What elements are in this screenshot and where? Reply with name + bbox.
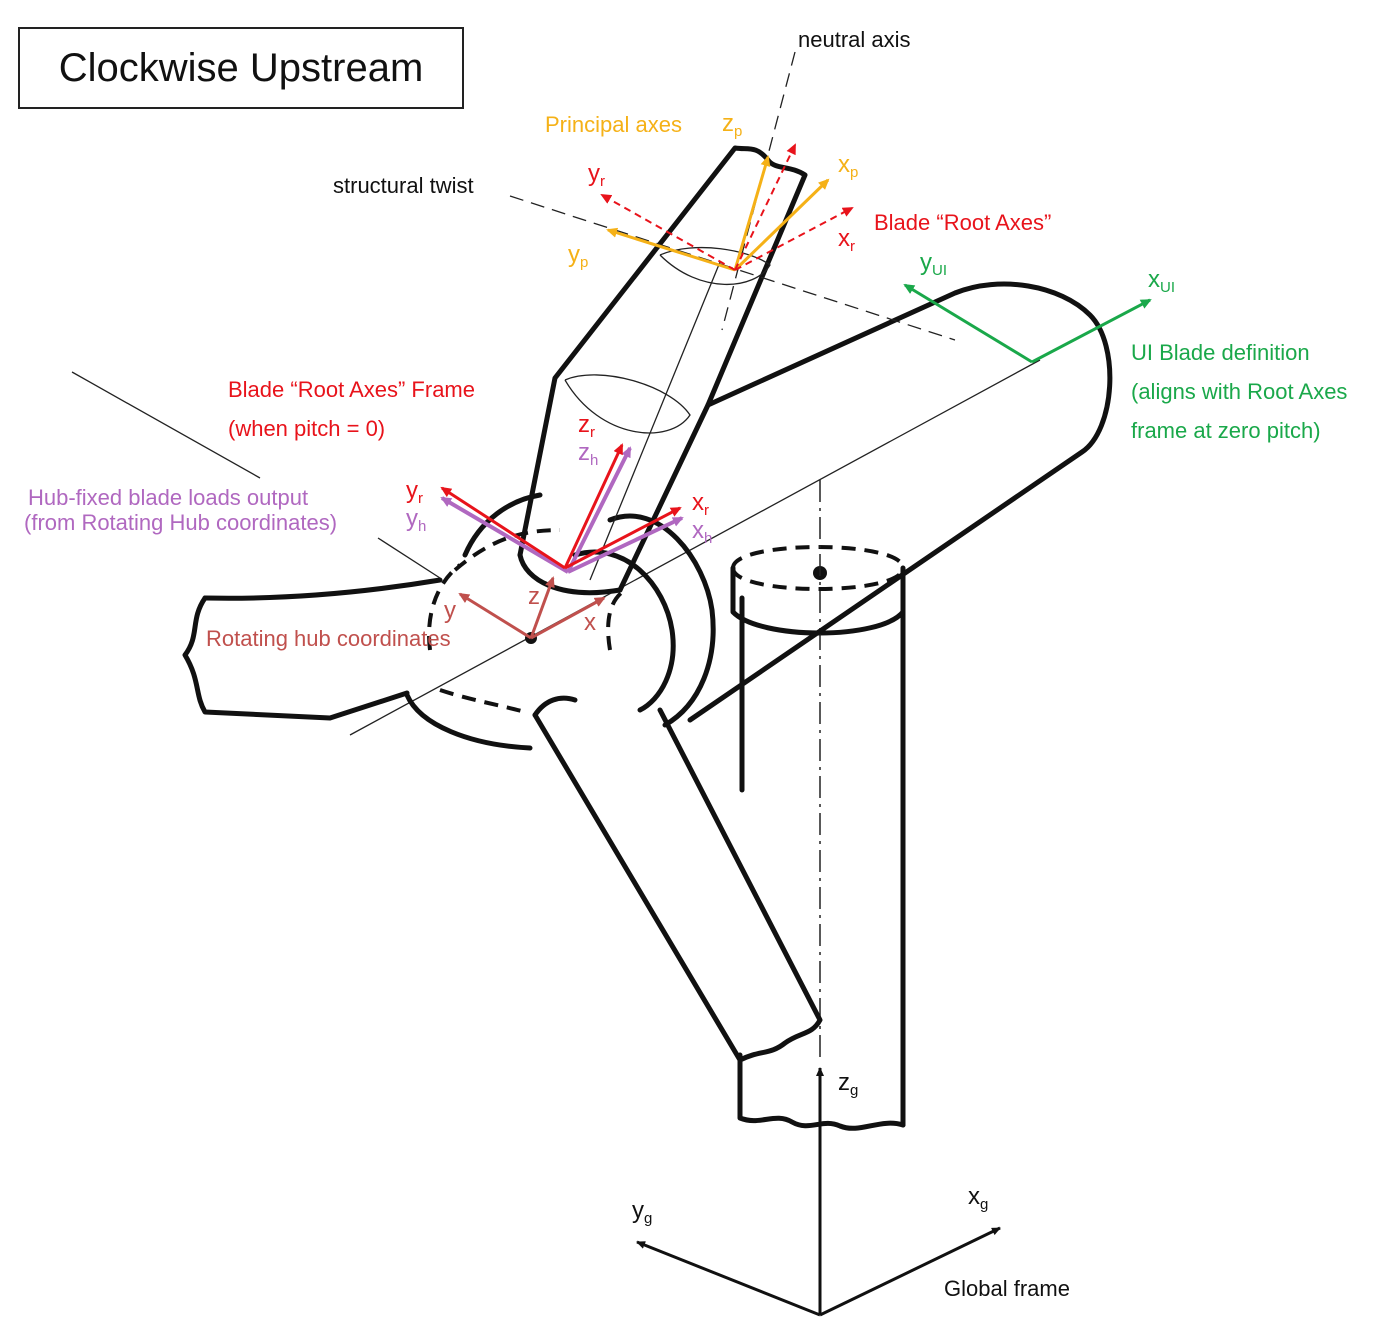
hub-fixed-label-2: (from Rotating Hub coordinates) xyxy=(24,510,337,535)
zr-arrow xyxy=(563,443,624,569)
hub-fixed-leader-line-2 xyxy=(377,537,441,579)
structural-twist-label: structural twist xyxy=(333,173,474,198)
yr-label: yr xyxy=(406,477,423,507)
yh-label: yh xyxy=(406,505,426,535)
xr-label: xr xyxy=(692,489,709,519)
zh-label: zh xyxy=(578,439,598,469)
principal-axes-label: Principal axes xyxy=(545,112,682,137)
xui-label: xUI xyxy=(1148,266,1175,296)
ui-blade-axes xyxy=(903,283,1152,364)
yr-arrow xyxy=(440,486,566,570)
ui-blade-label-1: UI Blade definition xyxy=(1131,340,1310,365)
zr-label: zr xyxy=(578,411,595,441)
z-hub-label: z xyxy=(528,583,540,610)
yui-label: yUI xyxy=(920,249,947,279)
yr-top-arrow xyxy=(600,194,736,271)
xp-label: xp xyxy=(838,151,858,181)
z-hub-arrow xyxy=(529,576,555,639)
yg-arrow xyxy=(636,1240,821,1317)
root-axes-frame xyxy=(440,443,682,570)
y-hub-label: y xyxy=(444,597,456,624)
yg-label: yg xyxy=(632,1197,652,1227)
neutral-axis-label: neutral axis xyxy=(798,27,911,52)
xh-arrow xyxy=(567,516,684,574)
principal-axes xyxy=(606,155,830,272)
zp-arrow xyxy=(733,155,771,271)
yr-top-label: yr xyxy=(588,160,605,190)
x-hub-label: x xyxy=(584,609,596,636)
xh-label: xh xyxy=(692,517,712,547)
blade-root-axes-top xyxy=(600,143,854,271)
y-hub-arrow xyxy=(458,592,532,640)
global-frame-axes xyxy=(636,1067,1001,1317)
xr-top-label: xr xyxy=(838,225,855,255)
blade-left xyxy=(182,577,443,721)
ui-blade-label-2: (aligns with Root Axes xyxy=(1131,379,1347,404)
yp-label: yp xyxy=(568,241,588,271)
rotating-hub-label: Rotating hub coordinates xyxy=(206,626,451,651)
global-frame-label: Global frame xyxy=(944,1276,1070,1301)
yp-arrow xyxy=(606,227,736,272)
yh-arrow xyxy=(440,496,570,574)
rotating-hub-axes xyxy=(458,576,606,640)
diagram-title: Clockwise Upstream xyxy=(18,27,464,109)
xui-arrow xyxy=(1031,298,1152,364)
xg-label: xg xyxy=(968,1183,988,1213)
hub-fixed-label-1: Hub-fixed blade loads output xyxy=(28,485,308,510)
root-frame-label-1: Blade “Root Axes” Frame xyxy=(228,377,475,402)
x-hub-arrow xyxy=(530,596,606,640)
nacelle xyxy=(349,281,1113,736)
tower xyxy=(730,480,906,1131)
zh-arrow xyxy=(566,446,632,573)
zg-label: zg xyxy=(838,1069,858,1099)
blade-root-axes-label: Blade “Root Axes” xyxy=(874,210,1051,235)
hub-fixed-leader-line xyxy=(71,371,261,479)
hub-fixed-axes xyxy=(440,446,684,574)
zp-label: zp xyxy=(722,110,742,140)
blade-lower xyxy=(532,695,823,1063)
xr-arrow xyxy=(564,506,682,570)
ui-blade-label-3: frame at zero pitch) xyxy=(1131,418,1321,443)
xr-top-arrow xyxy=(734,207,854,271)
xg-arrow xyxy=(819,1226,1001,1317)
root-frame-label-2: (when pitch = 0) xyxy=(228,416,385,441)
yui-arrow xyxy=(903,283,1033,364)
xp-arrow xyxy=(733,178,830,272)
